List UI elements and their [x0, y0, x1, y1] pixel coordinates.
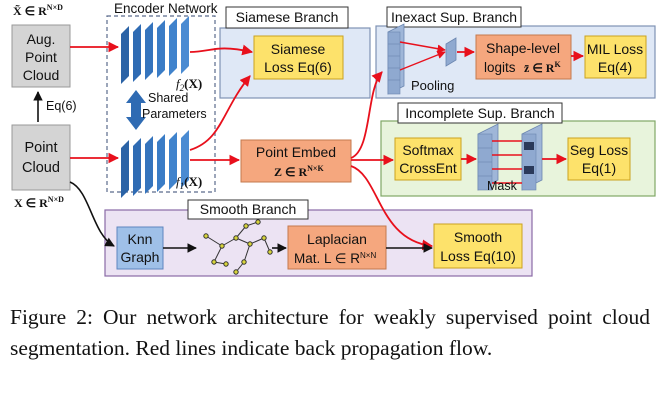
arrow-embed-to-pooling	[350, 71, 383, 159]
svg-text:Loss Eq(6): Loss Eq(6)	[264, 59, 332, 75]
knn-graph-illustration	[203, 219, 273, 275]
encoder-top-layers	[121, 16, 189, 84]
siamese-branch-title: Siamese Branch	[236, 9, 339, 25]
pooling-block: Pooling	[387, 23, 457, 95]
svg-text:CrossEnt: CrossEnt	[399, 160, 457, 176]
inexact-branch-title: Inexact Sup. Branch	[391, 9, 517, 25]
svg-text:Shape-level: Shape-level	[486, 40, 560, 56]
arrow-embed-to-smooth-loss	[350, 165, 434, 251]
svg-text:Laplacian: Laplacian	[307, 231, 367, 247]
shape-logits-box: Shape-level logits z̄ ∈ RK	[475, 34, 572, 80]
svg-text:logits: logits	[484, 60, 516, 75]
mask-label: Mask	[487, 179, 518, 193]
architecture-diagram: Siamese Branch Inexact Sup. Branch Incom…	[11, 1, 656, 277]
svg-text:Eq(1): Eq(1)	[582, 160, 616, 176]
aug-point-cloud-node: X̃ ∈ RN×D Aug. Point Cloud	[11, 3, 71, 88]
point-cloud-node: Point Cloud X ∈ RN×D	[11, 124, 71, 210]
arrow-f1-to-siamese	[189, 75, 251, 151]
pooling-label: Pooling	[411, 78, 454, 93]
eq6-label: Eq(6)	[46, 99, 77, 113]
svg-text:Siamese: Siamese	[271, 41, 326, 57]
svg-text:Seg Loss: Seg Loss	[570, 142, 628, 158]
svg-text:Cloud: Cloud	[23, 67, 60, 83]
svg-text:Softmax: Softmax	[402, 142, 453, 158]
arrow-cloud-to-knn	[69, 181, 115, 247]
laplacian-box: Laplacian Mat. L ∈ RN×N	[287, 225, 387, 270]
f1-label: f1(X)	[176, 174, 202, 191]
svg-text:Aug.: Aug.	[27, 31, 56, 47]
encoder-network: Encoder Network f2(X) f1(X) Shared Param…	[106, 1, 218, 198]
siamese-loss-box: Siamese Loss Eq(6)	[253, 35, 344, 80]
point-embed-box: Point Embed Z ∈ RN×K	[240, 139, 352, 183]
seg-loss-box: Seg Loss Eq(1)	[567, 137, 631, 181]
svg-text:Smooth: Smooth	[454, 229, 502, 245]
svg-text:MIL Loss: MIL Loss	[587, 41, 643, 57]
shared-parameters-arrow	[126, 90, 146, 130]
svg-text:Point Embed: Point Embed	[256, 144, 336, 160]
svg-text:Loss Eq(10): Loss Eq(10)	[440, 248, 515, 264]
shared-label-line2: Parameters	[142, 107, 207, 121]
smooth-branch-title: Smooth Branch	[200, 201, 297, 217]
svg-text:Graph: Graph	[121, 249, 160, 265]
figure-caption: Figure 2: Our network architecture for w…	[10, 305, 650, 360]
arrow-f2-to-siamese	[189, 44, 254, 56]
shared-label-line1: Shared	[148, 91, 188, 105]
svg-text:Knn: Knn	[128, 231, 153, 247]
mil-loss-box: MIL Loss Eq(4)	[584, 35, 647, 79]
aug-cloud-formula: X̃ ∈ RN×D	[13, 3, 63, 18]
svg-text:Point: Point	[25, 49, 57, 65]
mask-block: Mask	[477, 123, 543, 193]
svg-text:Cloud: Cloud	[22, 160, 60, 176]
encoder-title: Encoder Network	[114, 1, 218, 16]
f2-label: f2(X)	[176, 76, 202, 93]
knn-graph-box: Knn Graph	[116, 226, 164, 270]
softmax-crossent-box: Softmax CrossEnt	[394, 137, 462, 181]
svg-text:Eq(4): Eq(4)	[598, 59, 632, 75]
point-embed-formula: Z ∈ RN×K	[274, 164, 324, 179]
encoder-bottom-layers	[121, 130, 189, 198]
svg-text:Point: Point	[24, 140, 57, 156]
point-cloud-formula: X ∈ RN×D	[14, 195, 64, 210]
incomplete-branch-title: Incomplete Sup. Branch	[405, 105, 554, 121]
laplacian-formula: Mat. L ∈ RN×N	[294, 251, 376, 266]
shape-logits-formula: z̄ ∈ RK	[524, 60, 561, 75]
smooth-loss-box: Smooth Loss Eq(10)	[433, 223, 523, 269]
